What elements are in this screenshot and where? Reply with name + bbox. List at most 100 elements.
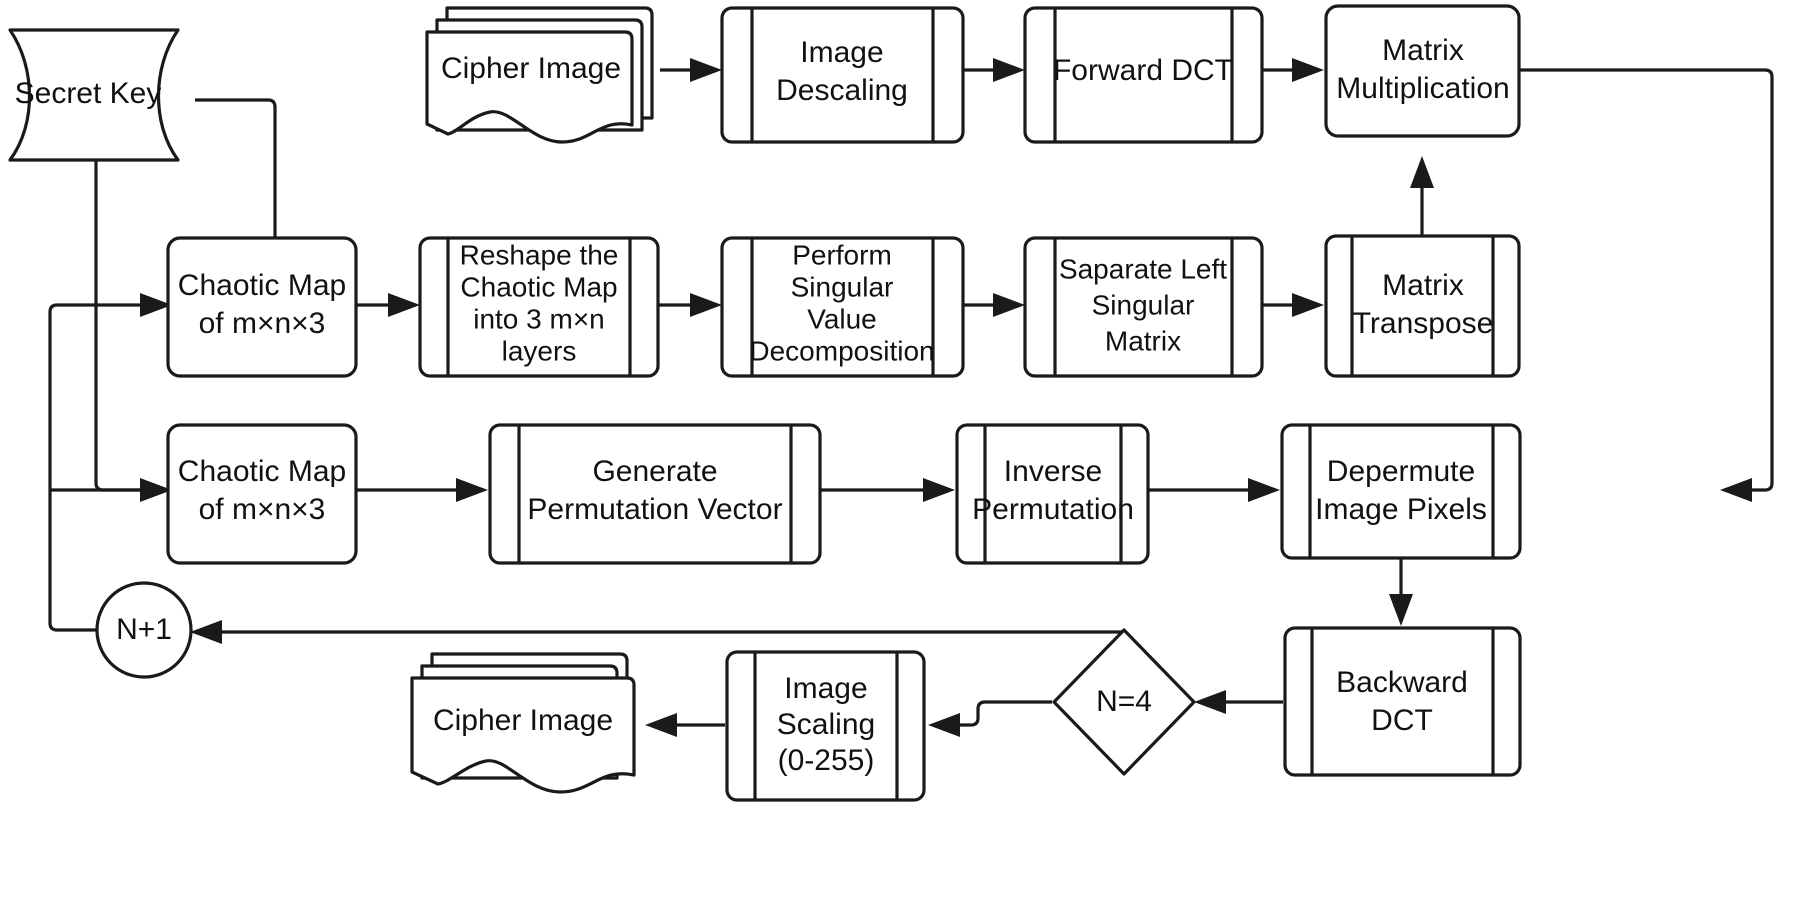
- node-counter[interactable]: N+1: [95, 581, 193, 679]
- perform-svd-label-2: Singular: [791, 271, 894, 302]
- matrix-multiplication-shape: [1324, 4, 1521, 138]
- image-scaling-label-1: Image: [784, 672, 867, 705]
- arrowhead-cipherimage-descaling: [690, 58, 722, 82]
- chaotic-map-row2-shape: [166, 236, 358, 378]
- arrowhead-chaoticmap3-genperm: [456, 478, 488, 502]
- node-forward-dct[interactable]: Forward DCT: [1023, 6, 1264, 144]
- matrix-transpose-label-2: Transpose: [1353, 307, 1494, 340]
- cipher-image-output-sheet1: [410, 676, 636, 794]
- reshape-chaotic-map-label-1: Reshape the: [460, 239, 619, 270]
- backward-dct-label-1: Backward: [1336, 666, 1468, 699]
- edge-decision-to-imagescaling: [950, 700, 1052, 727]
- perform-svd-label-4: Decomposition: [749, 335, 934, 366]
- node-depermute-image-pixels[interactable]: Depermute Image Pixels: [1280, 423, 1522, 560]
- matrix-multiplication-label-1: Matrix: [1382, 34, 1464, 67]
- generate-permutation-vector-label-2: Permutation Vector: [527, 493, 782, 526]
- node-decision[interactable]: N=4: [1052, 628, 1196, 776]
- counter-shape: [95, 581, 193, 679]
- arrowhead-invperm-depermute: [1248, 478, 1280, 502]
- node-inverse-permutation[interactable]: Inverse Permutation: [955, 423, 1150, 565]
- perform-svd-shape: [720, 236, 965, 378]
- image-scaling-shape: [725, 650, 926, 802]
- generate-permutation-vector-label-1: Generate: [592, 455, 717, 488]
- reshape-chaotic-map-label-3: into 3 m×n: [473, 303, 605, 334]
- inverse-permutation-label-2: Permutation: [972, 493, 1134, 526]
- arrowhead-depermute-backwarddct: [1389, 594, 1413, 626]
- forward-dct-shape: [1023, 6, 1264, 144]
- chaotic-map-row2-label-1: Chaotic Map: [178, 269, 346, 302]
- edge-counter-loopback-trunk: [48, 303, 150, 632]
- node-secret-key[interactable]: Secret Key: [8, 28, 180, 162]
- arrowhead-separateleft-transpose: [1292, 293, 1324, 317]
- reshape-chaotic-map-label-2: Chaotic Map: [460, 271, 617, 302]
- inverse-permutation-shape: [955, 423, 1150, 565]
- counter-label: N+1: [116, 613, 172, 646]
- node-cipher-image-input[interactable]: Cipher Image: [425, 6, 654, 144]
- backward-dct-label-2: DCT: [1371, 704, 1433, 737]
- arrowhead-forwarddct-matrixmult: [1292, 58, 1324, 82]
- node-cipher-image-output[interactable]: Cipher Image: [410, 652, 636, 794]
- backward-dct-shape: [1283, 626, 1522, 777]
- separate-left-singular-shape: [1023, 236, 1264, 378]
- chaotic-map-row3-label-2: of m×n×3: [199, 493, 326, 526]
- arrowhead-backwarddct-decision: [1194, 690, 1226, 714]
- separate-left-singular-label-1: Saparate Left: [1059, 253, 1227, 284]
- secret-key-label: Secret Key: [15, 77, 162, 110]
- depermute-image-pixels-label-2: Image Pixels: [1315, 493, 1487, 526]
- node-backward-dct[interactable]: Backward DCT: [1283, 626, 1522, 777]
- chaotic-map-row3-label-1: Chaotic Map: [178, 455, 346, 488]
- chaotic-map-row3-shape: [166, 423, 358, 565]
- separate-left-singular-label-2: Singular: [1092, 289, 1195, 320]
- separate-left-singular-label-3: Matrix: [1105, 325, 1181, 356]
- edge-secretkey-to-chaoticmap3: [94, 160, 150, 492]
- matrix-multiplication-label-2: Multiplication: [1336, 72, 1509, 105]
- image-scaling-label-3: (0-255): [778, 744, 875, 777]
- image-scaling-label-2: Scaling: [777, 708, 875, 741]
- cipher-image-input-sheet1: [425, 30, 634, 144]
- inverse-permutation-label-1: Inverse: [1004, 455, 1102, 488]
- arrowhead-secretkey-chaoticmap3: [140, 478, 172, 502]
- arrowhead-svd-separateleft: [993, 293, 1025, 317]
- reshape-chaotic-map-label-4: layers: [502, 335, 577, 366]
- image-descaling-label-2: Descaling: [776, 74, 908, 107]
- perform-svd-label-1: Perform: [792, 239, 892, 270]
- matrix-transpose-label-1: Matrix: [1382, 269, 1464, 302]
- secret-key-shape: [8, 28, 180, 162]
- cipher-image-input-label: Cipher Image: [441, 52, 621, 85]
- decision-label: N=4: [1096, 685, 1152, 718]
- edge-layer: [48, 58, 1774, 737]
- decision-shape: [1052, 628, 1196, 776]
- perform-svd-label-3: Value: [807, 303, 877, 334]
- generate-permutation-vector-shape: [488, 423, 822, 565]
- cipher-image-output-label: Cipher Image: [433, 704, 613, 737]
- arrowhead-matrixmult-depermute: [1720, 478, 1752, 502]
- node-image-scaling[interactable]: Image Scaling (0-255): [725, 650, 926, 802]
- arrowhead-genperm-invperm: [923, 478, 955, 502]
- arrowhead-chaoticmap2-reshape: [388, 293, 420, 317]
- node-generate-permutation-vector[interactable]: Generate Permutation Vector: [488, 423, 822, 565]
- node-chaotic-map-row2[interactable]: Chaotic Map of m×n×3: [166, 236, 358, 378]
- arrowhead-transpose-matrixmult: [1410, 156, 1434, 188]
- arrowhead-decision-imagescaling: [928, 713, 960, 737]
- node-chaotic-map-row3[interactable]: Chaotic Map of m×n×3: [166, 423, 358, 565]
- node-perform-svd[interactable]: Perform Singular Value Decomposition: [720, 236, 965, 378]
- node-reshape-chaotic-map[interactable]: Reshape the Chaotic Map into 3 m×n layer…: [418, 236, 660, 378]
- node-matrix-transpose[interactable]: Matrix Transpose: [1324, 234, 1521, 378]
- node-image-descaling[interactable]: Image Descaling: [720, 6, 965, 144]
- matrix-transpose-shape: [1324, 234, 1521, 378]
- arrowhead-decision-counter: [190, 620, 222, 644]
- arrowhead-imagescaling-cipherout: [645, 713, 677, 737]
- arrowhead-reshape-svd: [690, 293, 722, 317]
- depermute-image-pixels-shape: [1280, 423, 1522, 560]
- depermute-image-pixels-label-1: Depermute: [1327, 455, 1475, 488]
- chaotic-map-row2-label-2: of m×n×3: [199, 307, 326, 340]
- node-separate-left-singular[interactable]: Saparate Left Singular Matrix: [1023, 236, 1264, 378]
- forward-dct-label: Forward DCT: [1053, 54, 1233, 87]
- edge-secretkey-to-chaoticmap2: [195, 98, 277, 250]
- reshape-chaotic-map-shape: [418, 236, 660, 378]
- edge-matrixmult-to-depermute: [1519, 68, 1774, 492]
- node-matrix-multiplication[interactable]: Matrix Multiplication: [1324, 4, 1521, 138]
- arrowhead-descaling-forwarddct: [993, 58, 1025, 82]
